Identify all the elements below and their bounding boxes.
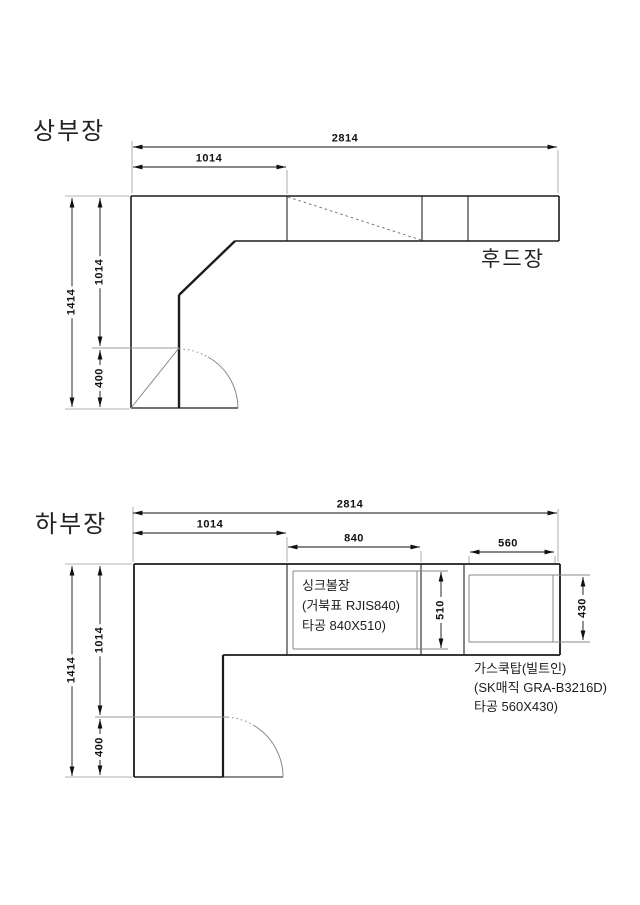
lower-dim-left-width: 1014 [196,518,224,531]
lower-dim-cooktop-width: 560 [498,537,518,550]
sink-note-line-3: 타공 840X510) [302,618,386,633]
cooktop-note-line-3: 타공 560X430) [474,699,558,714]
lower-dim-sink-depth: 510 [433,597,449,623]
upper-dim-total-depth: 1414 [64,285,80,319]
upper-flip-door-dashed-line [287,196,422,241]
upper-corner-diagonal-edge [178,240,236,296]
upper-dim-left-width: 1014 [195,152,223,165]
lower-dim-cooktop-depth: 430 [575,595,591,621]
lower-dim-upper-depth: 1014 [92,623,108,657]
upper-dimension-lines [69,144,557,407]
sink-note-line-2: (거북표 RJIS840) [302,598,401,613]
upper-dim-upper-depth: 1014 [92,255,108,289]
lower-cabinet-outline [133,563,561,778]
lower-corner-door-swing [95,716,284,778]
lower-door-swing-arc-dashed [222,716,254,726]
cooktop-note-line-1: 가스쿡탑(빌트인) [474,661,567,676]
lower-dimension-lines [69,510,586,776]
cooktop-cutout-rect [468,574,590,643]
cooktop-note-line-2: (SK매직 GRA-B3216D) [474,680,608,695]
upper-extension-lines [65,141,559,410]
sink-note: 싱크볼장 (거북표 RJIS840) 타공 840X510) [302,576,400,636]
upper-cabinet-dividers [286,196,469,241]
upper-dim-corner: 400 [92,365,108,391]
hood-cabinet-label: 후드장 [481,248,545,271]
lower-dim-total-depth: 1414 [64,653,80,687]
lower-dim-corner: 400 [92,734,108,760]
sink-cutout-rect [292,570,448,650]
upper-corner-door-swing [92,347,239,409]
upper-dim-total-width: 2814 [331,132,359,145]
lower-cabinet-dividers [286,564,465,655]
upper-door-swing-arc [207,356,239,409]
lower-dim-total-width: 2814 [336,498,364,511]
upper-door-swing-arc-dashed [178,348,209,358]
upper-cabinet-outline [130,195,560,409]
upper-drawing-title: 상부장 [33,118,106,145]
lower-door-swing-arc [252,724,284,778]
cooktop-note: 가스쿡탑(빌트인) (SK매직 GRA-B3216D) 타공 560X430) [474,659,607,716]
sink-note-line-1: 싱크볼장 [302,578,350,593]
upper-door-open-diagonal [130,347,180,409]
lower-dim-sink-width: 840 [344,532,364,545]
lower-drawing-title: 하부장 [35,511,108,538]
